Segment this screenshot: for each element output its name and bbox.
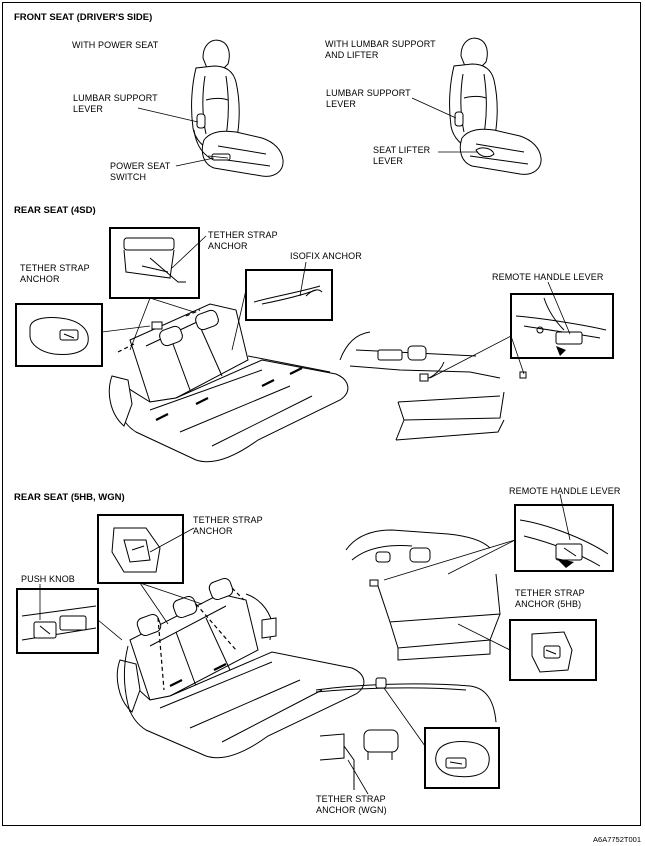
hatch-5hb-illustration (345, 529, 501, 661)
rear-seat-5hb-illustration (116, 577, 365, 759)
section-front-seat: FRONT SEAT (DRIVER'S SIDE) (14, 12, 153, 23)
label-push-knob: PUSH KNOB (21, 574, 75, 584)
label-lumbar-support-lever-2: LUMBAR SUPPORT LEVER (326, 88, 411, 109)
label-tether-strap-anchor-5hb-top: TETHER STRAP ANCHOR (193, 515, 263, 536)
section-rear-seat-4sd: REAR SEAT (4SD) (14, 205, 96, 216)
isofix-anchor-4sd-inset (245, 269, 333, 321)
label-lumbar-support-lever-1: LUMBAR SUPPORT LEVER (73, 93, 158, 114)
label-with-lumbar-and-lifter: WITH LUMBAR SUPPORT AND LIFTER (325, 39, 436, 60)
front-seat-power-illustration (191, 39, 284, 177)
trunk-4sd-illustration (339, 331, 527, 441)
label-tether-strap-anchor-wgn: TETHER STRAP ANCHOR (WGN) (316, 794, 387, 815)
wgn-roof-illustration (315, 677, 497, 790)
label-isofix-anchor: ISOFIX ANCHOR (290, 251, 362, 261)
figure-frame (2, 2, 641, 826)
remote-handle-4sd-inset (510, 293, 614, 359)
label-with-power-seat: WITH POWER SEAT (72, 40, 159, 50)
front-seat-lifter-illustration (449, 37, 542, 175)
label-tether-strap-anchor-5hb: TETHER STRAP ANCHOR (5HB) (515, 588, 585, 609)
section-rear-seat-5hb-wgn: REAR SEAT (5HB, WGN) (14, 492, 125, 503)
label-remote-handle-lever-5hb: REMOTE HANDLE LEVER (509, 486, 621, 496)
label-tether-strap-anchor-4sd-top: TETHER STRAP ANCHOR (208, 230, 278, 251)
label-power-seat-switch: POWER SEAT SWITCH (110, 161, 171, 182)
label-remote-handle-lever-4sd: REMOTE HANDLE LEVER (492, 272, 604, 282)
label-seat-lifter-lever: SEAT LIFTER LEVER (373, 145, 431, 166)
label-tether-strap-anchor-4sd-left: TETHER STRAP ANCHOR (20, 263, 90, 284)
rear-seat-4sd-illustration (108, 303, 349, 463)
figure-code: A6A7752T001 (593, 835, 641, 844)
